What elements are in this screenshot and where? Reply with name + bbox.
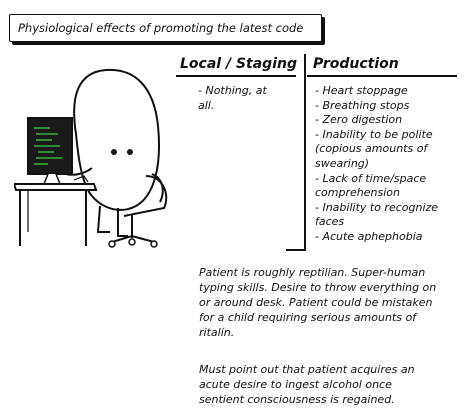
list-item: all. bbox=[198, 98, 215, 112]
list-item: - Nothing, at bbox=[198, 84, 267, 97]
list-item: - Breathing stops bbox=[315, 98, 410, 112]
paragraph-line: ritalin. bbox=[199, 326, 235, 339]
paragraph-line: acute desire to ingest alcohol once bbox=[199, 378, 392, 391]
page-title: Physiological effects of promoting the l… bbox=[18, 21, 304, 35]
paragraph-line: typing skills. Desire to throw everythin… bbox=[199, 281, 437, 294]
observation-paragraph: Patient is roughly reptilian. Super-huma… bbox=[199, 265, 461, 340]
list-item: - Inability to recognize bbox=[315, 200, 439, 214]
chair bbox=[123, 175, 168, 217]
column-divider bbox=[304, 54, 306, 250]
local-heading-underline bbox=[176, 75, 296, 77]
list-item: - Acute aphephobia bbox=[315, 229, 423, 243]
paragraph-line: Patient is roughly reptilian. Super-huma… bbox=[199, 266, 426, 279]
programmer-illustration bbox=[14, 68, 168, 248]
divider-foot bbox=[286, 249, 306, 251]
list-item: - Zero digestion bbox=[315, 113, 403, 127]
list-item: comprehension bbox=[315, 186, 400, 200]
paragraph-line: for a child requiring serious amounts of bbox=[199, 311, 417, 324]
desk bbox=[14, 183, 98, 191]
title-box: Physiological effects of promoting the l… bbox=[9, 14, 322, 42]
list-item: swearing) bbox=[315, 156, 370, 170]
paragraph-line: sentient consciousness is regained. bbox=[199, 393, 395, 406]
character-eye-right bbox=[127, 149, 133, 155]
list-item: - Inability to be polite bbox=[315, 127, 433, 141]
character-eye-left bbox=[111, 149, 117, 155]
production-heading: Production bbox=[313, 56, 399, 72]
paragraph-line: or around desk. Patient could be mistake… bbox=[199, 296, 433, 309]
paragraph-line: Must point out that patient acquires an bbox=[199, 363, 415, 376]
production-list: - Heart stoppage - Breathing stops - Zer… bbox=[315, 84, 465, 245]
local-staging-list: - Nothing, at all. bbox=[198, 84, 298, 113]
production-heading-underline bbox=[307, 75, 457, 77]
note-paragraph: Must point out that patient acquires an … bbox=[199, 362, 461, 407]
list-item: - Heart stoppage bbox=[315, 84, 408, 97]
list-item: - Lack of time/space bbox=[315, 171, 427, 185]
list-item: faces bbox=[315, 215, 345, 229]
list-item: (copious amounts of bbox=[315, 142, 428, 156]
local-staging-heading: Local / Staging bbox=[180, 56, 297, 72]
screen-code bbox=[34, 127, 62, 165]
